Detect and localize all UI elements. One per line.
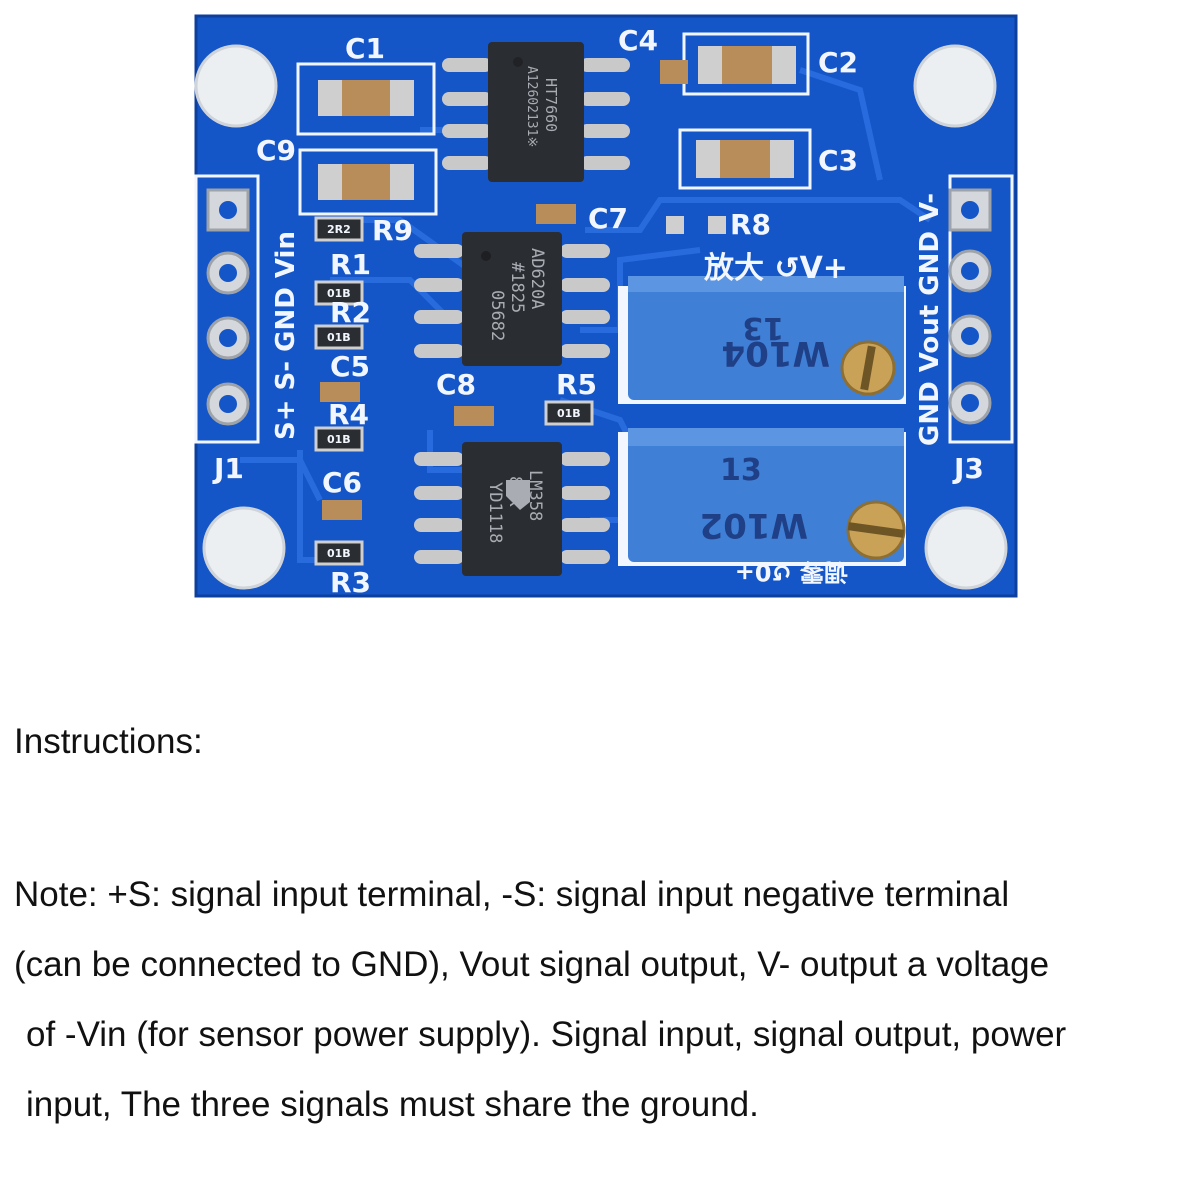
pot-zero-code: 13 [720, 453, 762, 488]
note-line-1: Note: +S: signal input terminal, -S: sig… [14, 875, 1010, 914]
resistors [314, 216, 726, 566]
label-r5: R5 [556, 368, 597, 401]
chip-u1 [488, 42, 584, 182]
label-c1: C1 [345, 32, 385, 65]
label-r3: R3 [330, 566, 371, 599]
chip-u2-line2: #1825 [507, 262, 527, 313]
label-j1: J1 [212, 452, 244, 485]
chip-u2-line3: 05682 [487, 290, 507, 341]
note-line-3: of -Vin (for sensor power supply). Signa… [26, 1015, 1067, 1054]
instructions-heading: Instructions: [14, 722, 203, 761]
j1-header [194, 174, 260, 444]
code-r2: 01B [327, 331, 351, 344]
zero-potentiometer [618, 428, 906, 566]
label-r4: R4 [328, 398, 369, 431]
pcb-board-illustration: C1 C4 C2 C9 C3 C7 R8 R9 R1 R2 C5 C8 R5 R… [194, 14, 1018, 599]
label-r2: R2 [330, 296, 371, 329]
mounting-holes [194, 44, 1008, 590]
label-r9: R9 [372, 214, 413, 247]
label-c8: C8 [436, 368, 476, 401]
label-gain-adjust: 放大 ↺V+ [703, 251, 848, 286]
note-paragraph: Note: +S: signal input terminal, -S: sig… [14, 860, 1194, 1140]
label-j1-pins: S+ S- GND Vin [271, 231, 301, 440]
capacitors [296, 32, 812, 520]
chip-u3 [462, 442, 562, 576]
code-r3: 01B [327, 547, 351, 560]
ti-logo-icon [506, 480, 530, 510]
label-j3-pins: GND Vout GND V- [915, 193, 945, 446]
chip-u2-line1: AD620A [527, 248, 547, 309]
gain-potentiometer [618, 276, 906, 404]
label-c4: C4 [618, 24, 658, 57]
label-c9: C9 [256, 134, 296, 167]
label-c2: C2 [818, 46, 858, 79]
label-c7: C7 [588, 202, 628, 235]
pot-gain-code: 13 [742, 310, 784, 345]
label-j3: J3 [952, 452, 984, 485]
chip-u1-line1: HT7660 [542, 78, 560, 132]
code-r9: 2R2 [327, 223, 351, 236]
chip-u1-line2: A12602131※ [524, 66, 539, 147]
chip-u3-line3: YD1118 [485, 482, 505, 543]
label-r1: R1 [330, 248, 371, 281]
ic-pins [414, 58, 630, 564]
note-line-4: input, The three signals must share the … [26, 1085, 759, 1124]
pot-zero-value: W102 [700, 505, 808, 545]
label-r8: R8 [730, 208, 771, 241]
label-c3: C3 [818, 144, 858, 177]
j3-header [948, 174, 1014, 444]
product-photo: C1 C4 C2 C9 C3 C7 R8 R9 R1 R2 C5 C8 R5 R… [194, 14, 1018, 599]
chip-u2 [462, 232, 562, 366]
code-r1: 01B [327, 287, 351, 300]
code-r4: 01B [327, 433, 351, 446]
label-zero-adjust: 调零 ↺0+ [735, 558, 848, 586]
pot-gain-value: W104 [722, 333, 830, 373]
label-c5: C5 [330, 350, 370, 383]
code-r5: 01B [557, 407, 581, 420]
note-line-2: (can be connected to GND), Vout signal o… [14, 945, 1050, 984]
label-c6: C6 [322, 466, 362, 499]
